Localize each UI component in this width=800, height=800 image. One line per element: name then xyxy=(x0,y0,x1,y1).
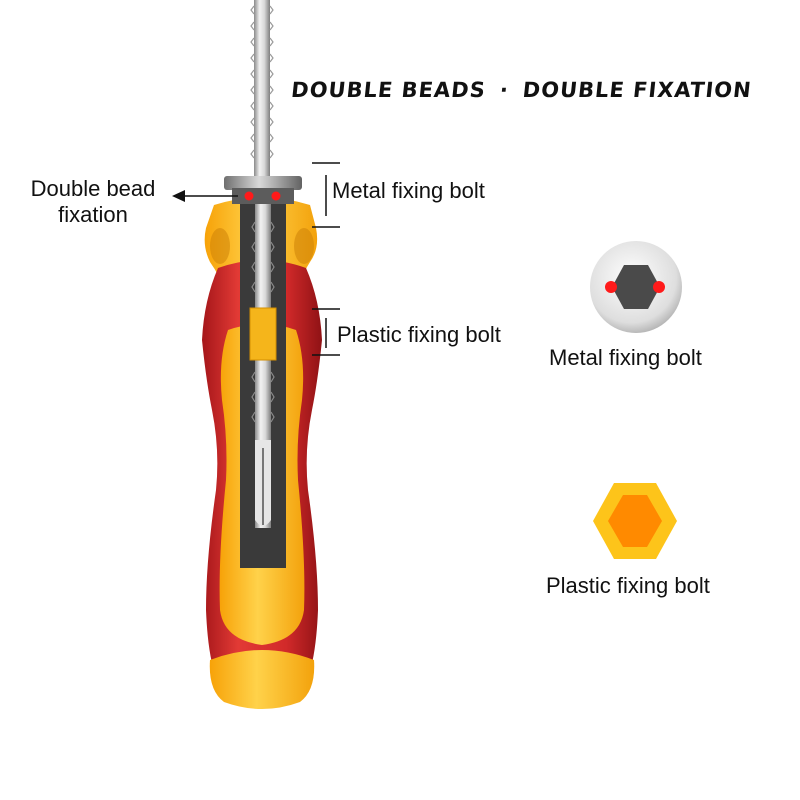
double-bead-callout: Double bead fixation xyxy=(18,176,168,228)
arrow-left-icon xyxy=(172,190,238,202)
headline: DOUBLE BEADS · DOUBLE FIXATION xyxy=(290,78,753,102)
metal-collar xyxy=(224,176,302,204)
screwdriver-shaft xyxy=(250,0,274,200)
headline-part1: DOUBLE BEADS xyxy=(290,78,488,102)
double-bead-line2: fixation xyxy=(58,202,128,227)
metal-bolt-callout: Metal fixing bolt xyxy=(332,178,485,203)
metal-hex-bolt-icon xyxy=(590,241,682,333)
bead-right-dot xyxy=(271,191,281,201)
headline-part2: DOUBLE FIXATION xyxy=(521,78,753,102)
plastic-bolt-callout: Plastic fixing bolt xyxy=(337,322,501,347)
headline-separator: · xyxy=(498,78,511,102)
bracket-plastic-bolt xyxy=(312,308,340,356)
metal-bolt-icon-label: Metal fixing bolt xyxy=(549,345,702,370)
handle-cutaway xyxy=(240,198,286,568)
plastic-bolt-icon-label: Plastic fixing bolt xyxy=(546,573,710,598)
double-bead-line1: Double bead xyxy=(30,176,156,201)
plastic-hex-bolt-icon xyxy=(593,483,677,559)
bracket-metal-bolt xyxy=(312,162,340,228)
bead-left-dot xyxy=(244,191,254,201)
